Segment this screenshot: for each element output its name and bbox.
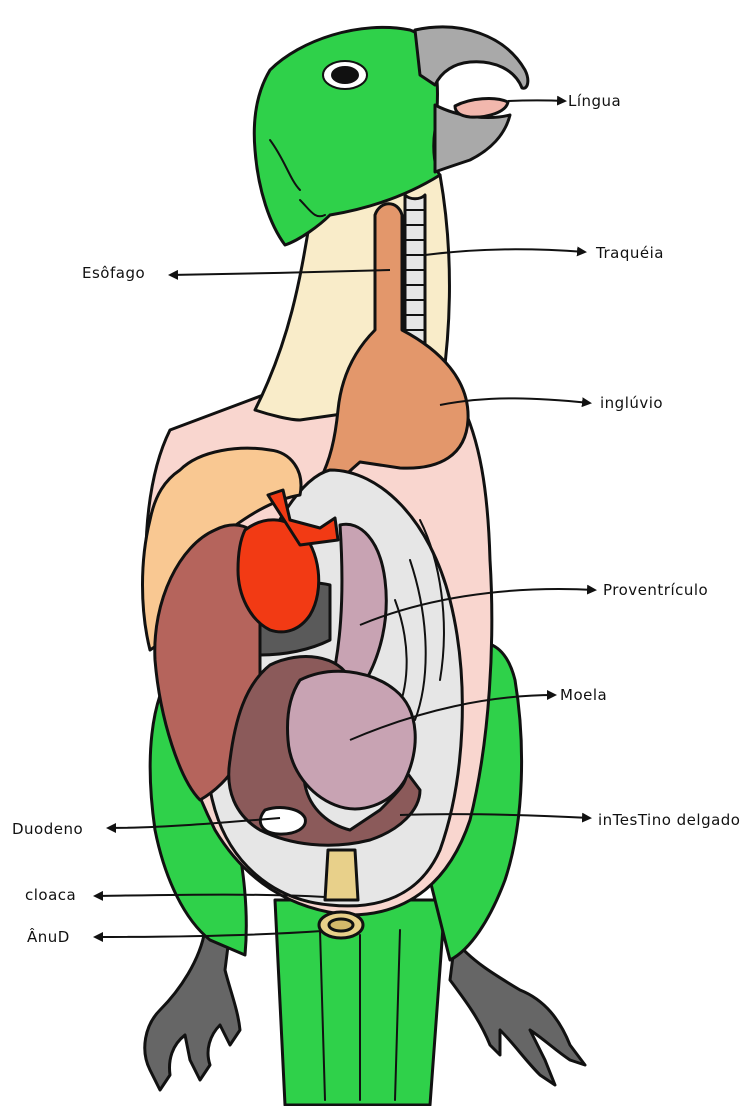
label-moela: Moela — [560, 686, 607, 704]
eye — [323, 61, 367, 89]
cloaca — [325, 850, 358, 900]
label-duodeno: Duodeno — [12, 820, 83, 838]
label-lingua: Língua — [568, 92, 621, 110]
left-foot — [145, 930, 240, 1090]
label-esofago: Esôfago — [82, 264, 145, 282]
anus — [319, 912, 363, 938]
right-foot — [450, 940, 585, 1085]
label-cloaca: cloaca — [25, 886, 76, 904]
label-anus: ÂnuD — [27, 927, 70, 946]
trachea — [405, 195, 425, 353]
tongue — [455, 99, 508, 118]
label-traqueia: Traquéia — [595, 244, 664, 262]
label-intestino-delgado: inTesTino delgado — [598, 811, 740, 829]
label-proventriculo: Proventrículo — [603, 581, 708, 599]
label-ingluvio: inglúvio — [600, 394, 663, 412]
